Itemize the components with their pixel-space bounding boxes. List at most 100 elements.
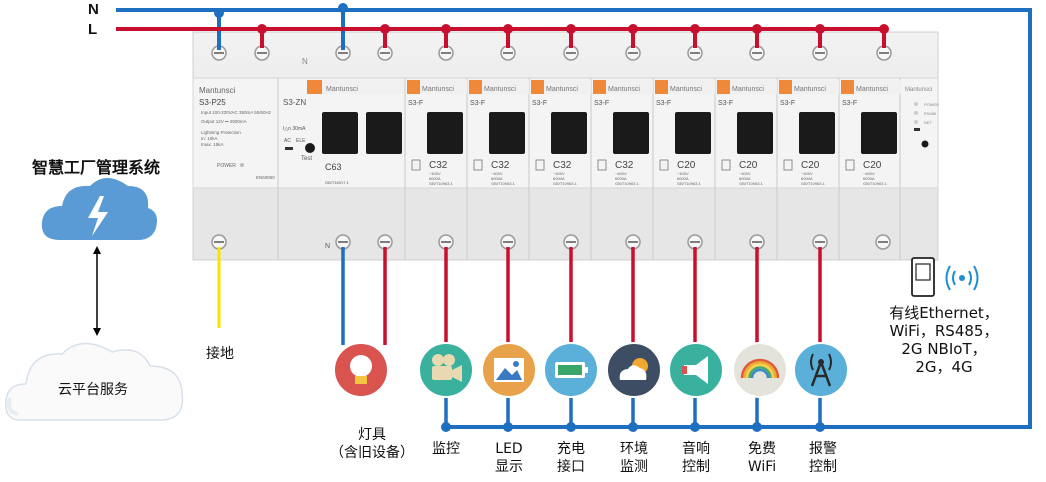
cloud-service-label: 云平台服务 xyxy=(58,382,128,398)
brand-text: Mantunsci xyxy=(199,86,236,95)
neutral-junction xyxy=(441,422,451,432)
breaker-model: S3-F xyxy=(470,100,485,107)
battery-icon xyxy=(555,362,588,378)
device-label-line2: 控制 xyxy=(682,459,710,475)
live-junction xyxy=(752,24,762,34)
cloud-sun-icon xyxy=(619,358,648,380)
cloud-link-arrow xyxy=(93,246,101,336)
rcd-module: S3-ZN I△n 30mA AC ELE Test C63 GB/T16917… xyxy=(283,57,404,250)
svg-text:Input 100-230VAC 350mA 50/60: Input 100-230VAC 350mA 50/60Hz xyxy=(201,110,272,115)
rainbow-icon xyxy=(740,358,780,379)
breaker-std: GB/T10963.1 xyxy=(677,181,702,186)
breaker-model: S3-F xyxy=(408,100,423,107)
breaker-std: GB/T10963.1 xyxy=(863,181,888,186)
ground-label: 接地 xyxy=(206,346,234,362)
device-label-line: 灯具 xyxy=(358,427,386,443)
factory-system-title: 智慧工厂管理系统 xyxy=(32,158,161,177)
live-junction xyxy=(257,24,267,34)
breaker-std: GB/T10963.1 xyxy=(429,181,454,186)
antenna-icon xyxy=(810,353,832,387)
device-label: 音响控制 xyxy=(661,440,731,476)
device-label-line: 免费 xyxy=(748,441,776,457)
device-label: 充电接口 xyxy=(536,440,606,476)
audio-device xyxy=(668,342,724,398)
svg-text:GB/T16917.1: GB/T16917.1 xyxy=(325,180,350,185)
live-junction xyxy=(815,24,825,34)
device-label-line2: 监测 xyxy=(620,459,648,475)
breaker-model: S3-F xyxy=(842,100,857,107)
network-line: 2G，4G xyxy=(915,358,973,376)
breaker-current: 6000A xyxy=(863,176,875,181)
breaker-brand: Mantunsci xyxy=(670,86,702,93)
breaker-voltage: ~400V xyxy=(863,171,875,176)
device-label: 灯具（含旧设备） xyxy=(322,426,422,462)
breaker-brand: Mantunsci xyxy=(732,86,764,93)
device-label-line: LED xyxy=(495,441,523,457)
device-label-line2: 显示 xyxy=(495,459,523,475)
breaker-rating: C32 xyxy=(429,160,448,171)
svg-text:S3-P25: S3-P25 xyxy=(199,98,226,107)
comm-device-icon xyxy=(911,257,935,297)
breaker-voltage: ~400V xyxy=(801,171,813,176)
device-label: 报警控制 xyxy=(788,440,858,476)
breaker-model: S3-F xyxy=(594,100,609,107)
svg-text:In: 10kA: In: 10kA xyxy=(201,136,218,141)
factory-cloud xyxy=(41,178,157,240)
neutral-label: N xyxy=(88,1,99,18)
live-label: L xyxy=(88,21,98,38)
breaker-voltage: ~400V xyxy=(615,171,627,176)
breaker-rating: C32 xyxy=(491,160,510,171)
monitor-device xyxy=(418,342,474,398)
live-junction xyxy=(566,24,576,34)
live-junction xyxy=(503,24,513,34)
wifi-device xyxy=(732,342,788,398)
breaker-current: 6000A xyxy=(615,176,627,181)
breaker-std: GB/T10963.1 xyxy=(615,181,640,186)
live-junction xyxy=(380,24,390,34)
device-label-line: 环境 xyxy=(620,441,648,457)
device-label-line: 音响 xyxy=(682,441,710,457)
device-label-line: 监控 xyxy=(432,441,460,457)
breaker-model: S3-F xyxy=(532,100,547,107)
breaker-current: 6000A xyxy=(429,176,441,181)
device-label: 环境监测 xyxy=(599,440,669,476)
breaker-model: S3-F xyxy=(718,100,733,107)
breaker-model: S3-F xyxy=(656,100,671,107)
network-line: 有线Ethernet， xyxy=(889,304,999,322)
breaker-std: GB/T10963.1 xyxy=(491,181,516,186)
device-label-line2: 控制 xyxy=(809,459,837,475)
breaker-current: 6000A xyxy=(677,176,689,181)
device-label: LED 显示 xyxy=(474,440,544,476)
svg-text:POWER: POWER xyxy=(924,102,939,107)
neutral-junction xyxy=(503,422,513,432)
neutral-junction xyxy=(752,422,762,432)
neutral-junction xyxy=(566,422,576,432)
svg-text:EN60950: EN60950 xyxy=(256,175,275,180)
device-label-line: 报警 xyxy=(809,441,837,457)
breaker-brand: Mantunsci xyxy=(794,86,826,93)
breaker-brand: Mantunsci xyxy=(856,86,888,93)
live-junction xyxy=(690,24,700,34)
svg-text:N: N xyxy=(302,57,308,66)
svg-text:AC: AC xyxy=(284,138,291,144)
neutral-junction xyxy=(690,422,700,432)
svg-text:Mantunsci: Mantunsci xyxy=(905,87,932,93)
lightning-icon xyxy=(88,196,108,236)
breaker-current: 6000A xyxy=(801,176,813,181)
svg-text:I△n 30mA: I△n 30mA xyxy=(283,126,306,132)
breaker-rating: C32 xyxy=(615,160,634,171)
svg-text:Output 12V ⎓ 2500mA: Output 12V ⎓ 2500mA xyxy=(201,119,247,124)
bulb-icon xyxy=(350,355,372,384)
alarm-device xyxy=(793,342,849,398)
power-module: Mantunsci S3-P25 Input 100-230VAC 350mA … xyxy=(199,86,275,180)
svg-text:C63: C63 xyxy=(325,162,342,172)
comm-module: Mantunsci POWER RS485 NET xyxy=(905,87,939,148)
device-label-line: 充电 xyxy=(557,441,585,457)
